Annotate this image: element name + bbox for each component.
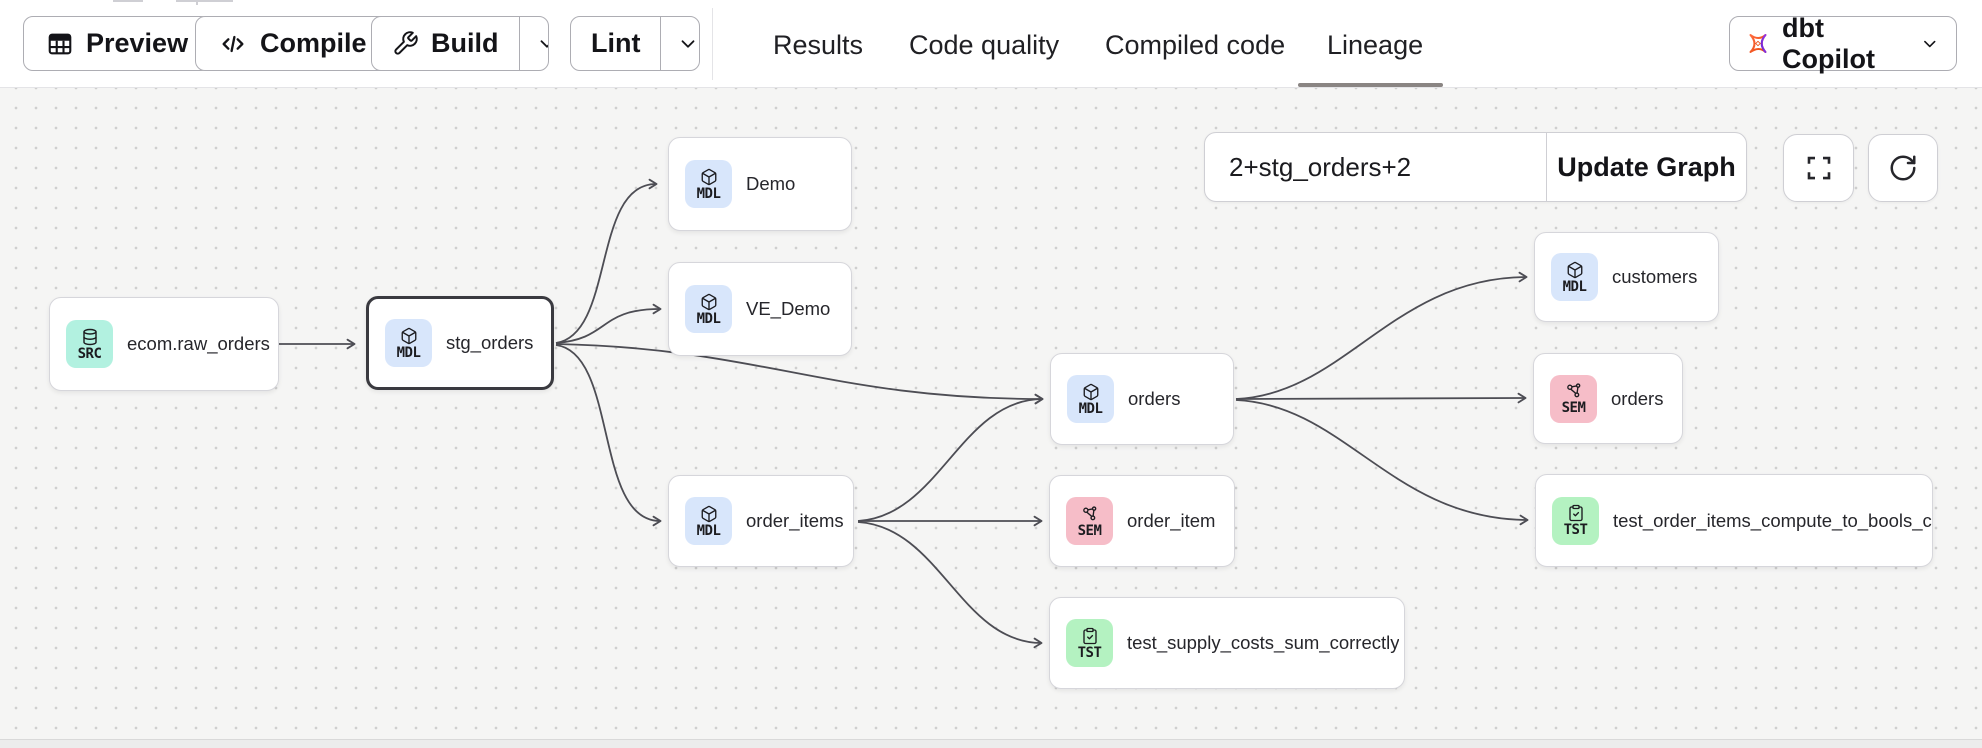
clipboard-check-icon bbox=[1568, 504, 1583, 522]
lint-button[interactable]: Lint bbox=[571, 17, 660, 70]
maximize-icon bbox=[1807, 156, 1830, 180]
lineage-selector-bar: 2+stg_orders+2 Update Graph bbox=[1204, 132, 1747, 202]
cube-icon bbox=[401, 327, 416, 344]
dbt-copilot-button[interactable]: dbt Copilot bbox=[1729, 13, 1957, 74]
node-label: test_supply_costs_sum_correctly bbox=[1127, 632, 1400, 653]
test-badge: TST bbox=[1066, 619, 1113, 667]
lint-label: Lint bbox=[591, 28, 641, 58]
node-label: order_items bbox=[746, 510, 844, 531]
tab-lineage[interactable]: Lineage bbox=[1327, 30, 1424, 60]
clipboard-check-icon bbox=[1082, 627, 1097, 644]
tab-results[interactable]: Results bbox=[773, 30, 864, 60]
graph-node-test-supply-costs[interactable]: TST test_supply_costs_sum_correctly bbox=[1049, 597, 1405, 689]
node-label: VE_Demo bbox=[746, 298, 831, 319]
refresh-button[interactable] bbox=[1868, 134, 1938, 202]
rotate-cw-icon bbox=[1890, 155, 1916, 181]
lint-dropdown-button[interactable] bbox=[660, 17, 699, 70]
chevron-down-icon bbox=[1924, 40, 1936, 47]
database-icon bbox=[82, 328, 97, 345]
graph-node-ve-demo[interactable]: MDL VE_Demo bbox=[668, 262, 852, 356]
chevron-down-icon bbox=[540, 39, 548, 48]
chevron-down-icon bbox=[682, 39, 695, 48]
graph-node-order-items[interactable]: MDL order_items bbox=[668, 475, 854, 567]
model-badge: MDL bbox=[685, 497, 732, 545]
node-label: customers bbox=[1612, 266, 1698, 287]
lint-button-group: Lint bbox=[570, 16, 700, 71]
model-badge: MDL bbox=[685, 160, 732, 208]
source-badge: SRC bbox=[66, 320, 113, 368]
tab-strip-artifact bbox=[196, 0, 198, 5]
tab-compiled-code[interactable]: Compiled code bbox=[1105, 30, 1286, 60]
network-icon bbox=[1082, 505, 1096, 520]
node-label: Demo bbox=[746, 173, 796, 194]
model-badge: MDL bbox=[385, 319, 432, 367]
dbt-copilot-icon bbox=[1749, 34, 1767, 53]
lineage-selector-input[interactable]: 2+stg_orders+2 bbox=[1229, 151, 1412, 182]
build-dropdown-button[interactable] bbox=[518, 17, 548, 70]
graph-node-orders-model[interactable]: MDL orders bbox=[1050, 353, 1234, 445]
node-label: order_item bbox=[1127, 510, 1216, 531]
preview-label: Preview bbox=[86, 28, 189, 58]
tab-code-quality[interactable]: Code quality bbox=[909, 30, 1060, 60]
compile-label: Compile bbox=[260, 28, 367, 58]
cube-icon bbox=[701, 168, 716, 185]
table-icon bbox=[48, 33, 72, 54]
graph-node-demo[interactable]: MDL Demo bbox=[668, 137, 852, 231]
semantic-model-badge: SEM bbox=[1550, 374, 1597, 423]
model-badge: MDL bbox=[1551, 253, 1598, 301]
model-badge: MDL bbox=[1067, 375, 1114, 423]
bottom-panel-edge bbox=[0, 739, 1982, 748]
wrench-icon bbox=[394, 31, 418, 55]
cube-icon bbox=[701, 293, 716, 310]
cube-icon bbox=[701, 505, 716, 522]
tab-strip-artifact bbox=[113, 0, 143, 2]
graph-node-order-item[interactable]: SEM order_item bbox=[1049, 475, 1235, 567]
build-label: Build bbox=[431, 28, 499, 58]
graph-node-customers[interactable]: MDL customers bbox=[1534, 232, 1719, 322]
model-badge: MDL bbox=[685, 285, 732, 333]
cube-icon bbox=[1567, 261, 1582, 278]
update-graph-button[interactable]: Update Graph bbox=[1546, 133, 1746, 201]
node-label: orders bbox=[1611, 387, 1664, 409]
build-button[interactable]: Build bbox=[372, 17, 519, 70]
node-label: ecom.raw_orders bbox=[127, 333, 270, 354]
node-label: orders bbox=[1128, 388, 1181, 409]
build-button-group: Build bbox=[371, 16, 549, 71]
node-label: test_order_items_compute_to_bools_c... bbox=[1613, 509, 1932, 531]
toolbar-separator bbox=[712, 8, 713, 80]
test-badge: TST bbox=[1552, 496, 1599, 545]
tab-strip-artifact bbox=[176, 0, 233, 2]
graph-node-ecom-raw-orders[interactable]: SRC ecom.raw_orders bbox=[49, 297, 279, 391]
code-icon bbox=[222, 35, 244, 52]
graph-node-orders-semantic[interactable]: SEM orders bbox=[1533, 353, 1683, 444]
lineage-canvas[interactable]: SRC ecom.raw_orders MDL stg_orders MDL bbox=[0, 88, 1982, 748]
compile-button[interactable]: Compile bbox=[195, 16, 390, 71]
graph-node-stg-orders[interactable]: MDL stg_orders bbox=[366, 296, 554, 390]
active-tab-underline bbox=[1298, 83, 1443, 87]
preview-button[interactable]: Preview bbox=[23, 16, 212, 71]
fullscreen-button[interactable] bbox=[1783, 134, 1854, 202]
toolbar: Preview Compile Build Lint bbox=[0, 0, 1982, 88]
node-label: stg_orders bbox=[446, 332, 534, 353]
semantic-model-badge: SEM bbox=[1066, 497, 1113, 545]
cube-icon bbox=[1083, 383, 1098, 400]
graph-node-test-order-items[interactable]: TST test_order_items_compute_to_bools_c.… bbox=[1535, 474, 1933, 567]
dbt-copilot-label: dbt Copilot bbox=[1781, 12, 1875, 74]
network-icon bbox=[1566, 383, 1580, 398]
lineage-edges bbox=[279, 178, 1529, 649]
